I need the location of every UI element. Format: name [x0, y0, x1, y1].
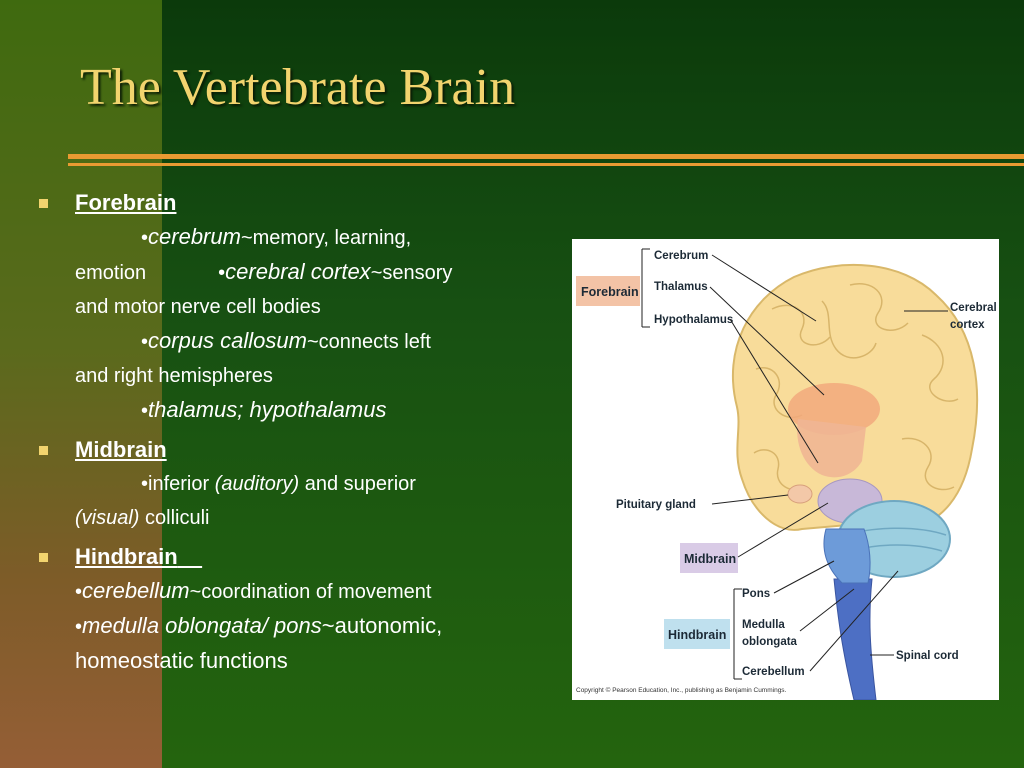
label-spinal-cord: Spinal cord	[896, 650, 959, 662]
label-hypothalamus: Hypothalamus	[654, 314, 733, 326]
leader-pituitary	[711, 494, 789, 505]
midbrain-box	[680, 543, 738, 573]
hypothalamus-shape	[797, 419, 866, 478]
gyrus-line	[771, 304, 831, 346]
heading-midbrain: Midbrain	[75, 437, 167, 462]
line-cortex-desc: and motor nerve cell bodies	[75, 296, 321, 318]
label-cerebrum: Cerebrum	[654, 250, 708, 262]
line-colliculi-2: (visual) colliculi	[75, 507, 210, 529]
brain-figure: Forebrain Midbrain Hindbrain Cerebrum Th…	[572, 239, 999, 700]
leader-medulla	[799, 588, 855, 632]
term-cerebellum: cerebellum	[82, 578, 190, 603]
figure-copyright: Copyright © Pearson Education, Inc., pub…	[576, 686, 787, 694]
term-medulla: medulla oblongata/ pons	[82, 613, 322, 638]
slide-title: The Vertebrate Brain	[80, 59, 516, 116]
bullet-forebrain: Forebrain •cerebrum~memory, learning, em…	[36, 186, 556, 428]
label-pituitary: Pituitary gland	[616, 499, 696, 511]
spinal-cord-shape	[833, 578, 877, 700]
label-thalamus: Thalamus	[654, 281, 708, 293]
heading-hindbrain: Hindbrain	[75, 544, 178, 569]
leader-cerebrum	[711, 254, 817, 322]
line-colliculi: •inferior (auditory) and superior	[141, 473, 416, 495]
midbrain-label: Midbrain	[684, 552, 736, 566]
heading-forebrain: Forebrain	[75, 190, 177, 215]
bullet-square-icon	[39, 199, 48, 208]
line-medulla-desc: homeostatic functions	[75, 648, 288, 673]
gyrus-line	[901, 437, 955, 491]
gyrus-line	[821, 300, 877, 359]
line-cerebellum: •cerebellum~coordination of movement	[75, 578, 432, 603]
label-cerebellum: Cerebellum	[742, 666, 805, 678]
gyrus-line	[849, 283, 909, 331]
line-callosum-desc: and right hemispheres	[75, 365, 273, 387]
pons-shape	[823, 528, 871, 584]
term-cerebral-cortex: cerebral cortex	[225, 259, 371, 284]
line-cortex: emotion•cerebral cortex~sensory	[75, 259, 453, 284]
label-medulla-1: Medulla	[742, 619, 785, 631]
forebrain-label: Forebrain	[581, 285, 639, 299]
bullet-list: Forebrain •cerebrum~memory, learning, em…	[36, 186, 556, 683]
leader-cerebellum	[809, 570, 899, 672]
label-medulla-2: oblongata	[742, 636, 798, 648]
line-cerebrum: •cerebrum~memory, learning,	[141, 224, 412, 249]
gyrus-line	[921, 334, 959, 402]
term-cerebrum: cerebrum	[148, 224, 241, 249]
forebrain-box	[576, 276, 640, 306]
bullet-square-icon	[39, 553, 48, 562]
hindbrain-box	[664, 619, 730, 649]
pituitary-shape	[787, 484, 813, 504]
title-rule-top	[68, 154, 1024, 159]
background-left-panel	[0, 0, 162, 768]
hindbrain-label: Hindbrain	[668, 628, 726, 642]
line-callosum: •corpus callosum~connects left	[141, 328, 431, 353]
line-medulla: •medulla oblongata/ pons~autonomic,	[75, 613, 443, 638]
label-cerebral-cortex-1: Cerebral	[950, 302, 997, 314]
label-cerebral-cortex-2: cortex	[950, 319, 985, 331]
leader-midbrain	[737, 502, 829, 558]
leader-pons	[773, 560, 835, 594]
brain-diagram: Forebrain Midbrain Hindbrain Cerebrum Th…	[576, 248, 997, 700]
bullet-square-icon	[39, 446, 48, 455]
leader-hypothalamus	[729, 318, 819, 464]
bullet-hindbrain: Hindbrain •cerebellum~coordination of mo…	[36, 540, 556, 678]
term-thalamus: thalamus; hypothalamus	[148, 397, 387, 422]
line-thalamus: •thalamus; hypothalamus	[141, 397, 387, 422]
leader-thalamus	[709, 286, 825, 396]
title-rule-bottom	[68, 163, 1024, 166]
term-corpus-callosum: corpus callosum	[148, 328, 307, 353]
label-pons: Pons	[742, 588, 770, 600]
bullet-midbrain: Midbrain •inferior (auditory) and superi…	[36, 433, 556, 535]
